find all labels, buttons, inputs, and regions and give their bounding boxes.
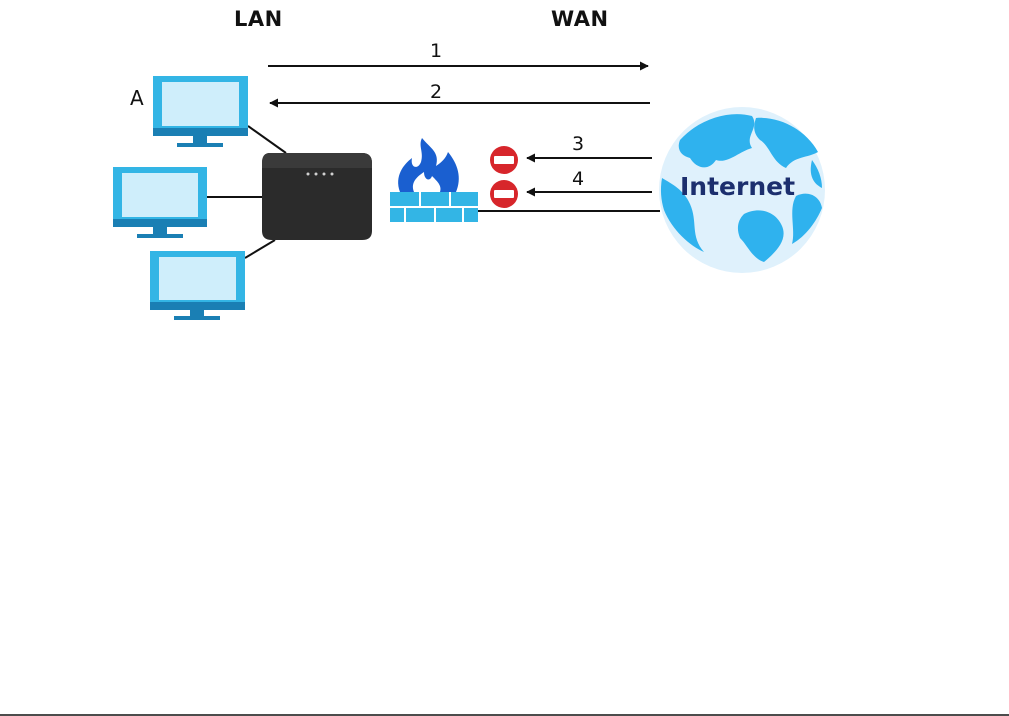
computer-a-monitor-icon — [153, 76, 248, 147]
wan-label: WAN — [551, 7, 609, 31]
firewall-icon — [390, 138, 478, 222]
arrow-1-label: 1 — [430, 40, 442, 62]
block-3-no-entry-icon — [490, 146, 518, 174]
arrow-2-label: 2 — [430, 81, 442, 103]
computer-3-monitor-icon — [150, 251, 245, 320]
block-4-no-entry-icon — [490, 180, 518, 208]
computer-2-monitor-icon — [113, 167, 207, 238]
link-router-computer-3 — [245, 240, 275, 258]
router-icon — [262, 153, 372, 240]
lan-label: LAN — [234, 7, 283, 31]
internet-label: Internet — [680, 172, 795, 201]
link-router-computer-a — [248, 126, 286, 153]
arrow-3-label: 3 — [572, 133, 584, 155]
arrow-4-label: 4 — [572, 168, 584, 190]
host-a-label: A — [130, 86, 144, 110]
